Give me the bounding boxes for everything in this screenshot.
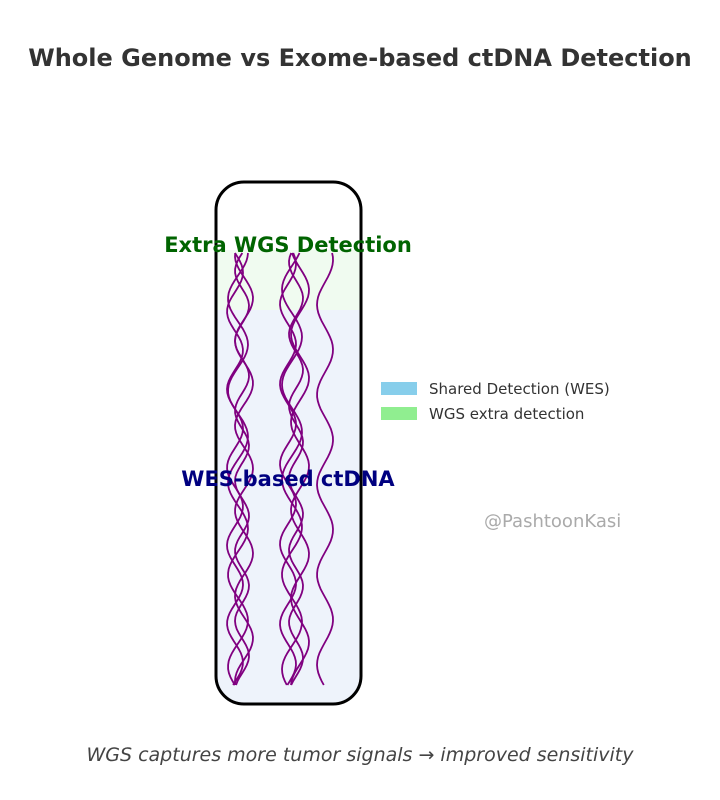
legend-label-wgs: WGS extra detection [429,404,585,423]
dna-strand [234,252,254,686]
legend: Shared Detection (WES) WGS extra detecti… [381,376,610,426]
dna-strand [281,252,303,686]
diagram-title: Whole Genome vs Exome-based ctDNA Detect… [28,44,692,72]
dna-strand [226,252,244,686]
tube-fill [216,250,361,704]
dna-strands [226,252,334,686]
extra-wgs-label: Extra WGS Detection [164,233,412,257]
watermark: @PashtoonKasi [484,511,622,532]
legend-item-shared: Shared Detection (WES) [381,376,610,401]
legend-swatch-wgs [381,407,417,420]
dna-strand [279,252,297,686]
dna-strand [290,252,310,686]
dna-strand [316,252,334,686]
wes-ctdna-label: WES-based ctDNA [181,467,395,491]
dna-strand [288,252,304,686]
legend-label-shared: Shared Detection (WES) [429,379,610,398]
tube-outline [214,180,363,706]
caption: WGS captures more tumor signals → improv… [86,744,634,766]
wes-shared-zone [216,310,361,704]
legend-swatch-shared [381,382,417,395]
legend-item-wgs: WGS extra detection [381,401,610,426]
